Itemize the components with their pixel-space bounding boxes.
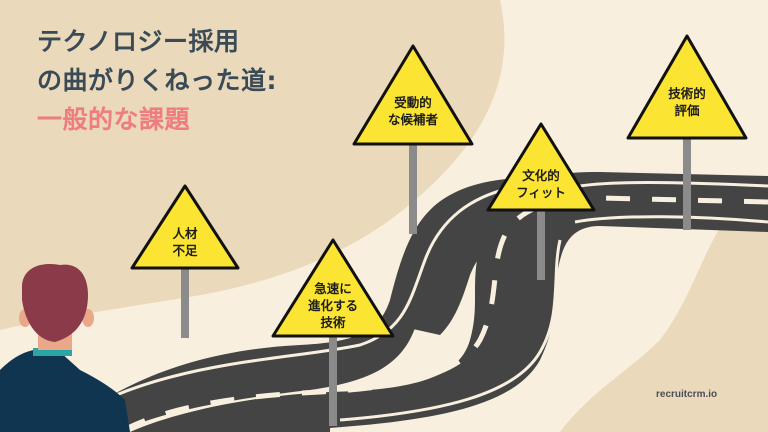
title-line-2: の曲がりくねった道: — [37, 66, 277, 95]
sign-talent-shortage — [130, 184, 240, 270]
sign-label-passive-candidates: 受動的 な候補者 — [378, 94, 448, 128]
sign-technical-assessment — [626, 34, 748, 140]
sign-cultural-fit — [486, 122, 596, 212]
sign-passive-candidates — [352, 44, 474, 146]
sign-line: 文化的 — [522, 168, 560, 183]
sign-line: 受動的 — [394, 95, 432, 110]
sign-rapid-tech — [271, 238, 395, 338]
sign-line: 評価 — [674, 103, 700, 118]
background-blob-top-left — [0, 0, 505, 330]
title-line-1: テクノロジー採用 — [37, 27, 240, 56]
sign-line: 急速に — [314, 281, 352, 296]
sign-label-talent-shortage: 人材 不足 — [160, 225, 210, 259]
title-line-3-accent: 一般的な課題 — [37, 105, 191, 134]
suit — [0, 349, 130, 432]
hair — [22, 264, 88, 342]
brand-watermark: recruitcrm.io — [656, 389, 718, 400]
sign-label-cultural-fit: 文化的 フィット — [508, 167, 574, 201]
page-title: テクノロジー採用 の曲がりくねった道: 一般的な課題 — [37, 22, 277, 139]
sign-line: フィット — [516, 185, 566, 200]
sign-line: 不足 — [172, 243, 198, 258]
sign-line: 技術的 — [668, 86, 706, 101]
sign-line: 進化する — [307, 298, 358, 313]
person-illustration — [0, 264, 130, 432]
background-blob-bottom-right — [560, 220, 768, 432]
winding-road — [60, 172, 768, 432]
sign-line: 技術 — [320, 315, 346, 330]
sign-label-technical-assessment: 技術的 評価 — [655, 85, 719, 119]
sign-label-rapid-tech: 急速に 進化する 技術 — [298, 280, 368, 331]
sign-line: 人材 — [172, 226, 198, 241]
warning-signs — [130, 34, 748, 338]
sign-line: な候補者 — [387, 112, 438, 127]
sign-poles — [181, 138, 691, 426]
